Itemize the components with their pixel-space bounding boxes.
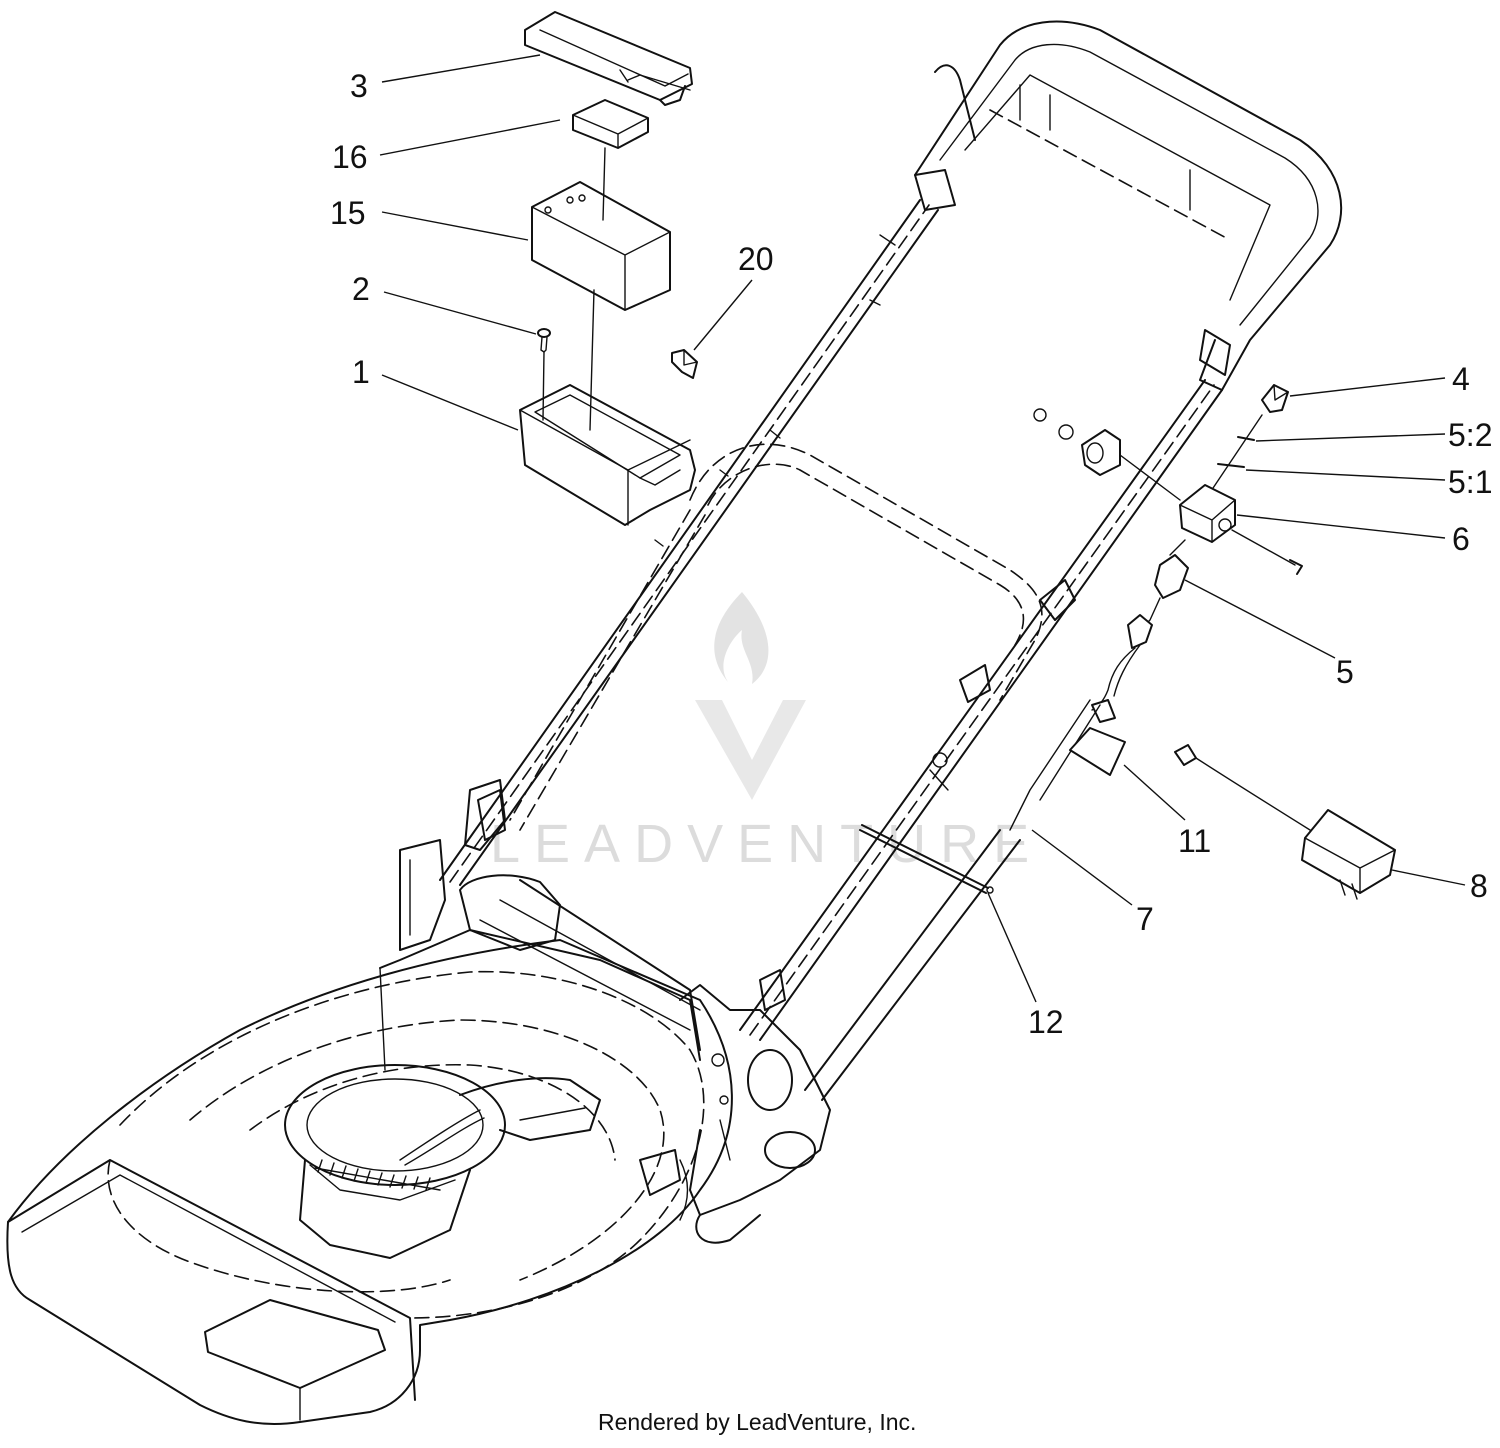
callout-12: 12 <box>1028 1004 1064 1040</box>
callout-5-1: 5:1 <box>1448 464 1492 500</box>
callout-16: 16 <box>332 139 368 175</box>
part-safety-key <box>1261 384 1289 413</box>
part-battery-cover <box>524 11 693 106</box>
part-screw <box>537 328 551 353</box>
part-switch-box <box>1033 408 1303 575</box>
callout-3: 3 <box>350 68 368 104</box>
callout-labels: 3 16 15 2 20 1 4 5:2 5:1 6 5 11 8 7 12 <box>330 68 1492 1040</box>
part-charger <box>1174 744 1396 900</box>
callout-20: 20 <box>738 241 774 277</box>
callout-7: 7 <box>1136 901 1154 937</box>
v-logo-icon <box>695 700 806 800</box>
mower-deck <box>6 779 831 1425</box>
callout-4: 4 <box>1452 361 1470 397</box>
callout-2: 2 <box>352 271 370 307</box>
mower-handle <box>439 20 1343 1101</box>
part-pin-5-1 <box>1217 463 1245 468</box>
part-battery-box <box>519 384 696 526</box>
footer-credit: Rendered by LeadVenture, Inc. <box>598 1409 916 1435</box>
watermark-text: LEADVENTURE <box>490 814 1043 874</box>
leadventure-watermark: LEADVENTURE <box>490 592 1043 874</box>
callout-11: 11 <box>1178 823 1211 859</box>
callout-8: 8 <box>1470 868 1488 904</box>
flame-logo-icon <box>714 592 769 684</box>
callout-15: 15 <box>330 195 366 231</box>
part-clip <box>671 349 698 379</box>
callout-5-2: 5:2 <box>1448 417 1492 453</box>
part-rod <box>859 824 994 894</box>
part-foam-pad <box>572 99 649 149</box>
vent-grille <box>314 1159 441 1191</box>
part-battery <box>531 181 671 311</box>
part-wire-harness <box>1009 539 1189 831</box>
callout-5: 5 <box>1336 654 1354 690</box>
callout-1: 1 <box>352 354 370 390</box>
part-label <box>1069 727 1126 776</box>
callout-6: 6 <box>1452 521 1470 557</box>
leader-lines <box>379 54 1466 1003</box>
